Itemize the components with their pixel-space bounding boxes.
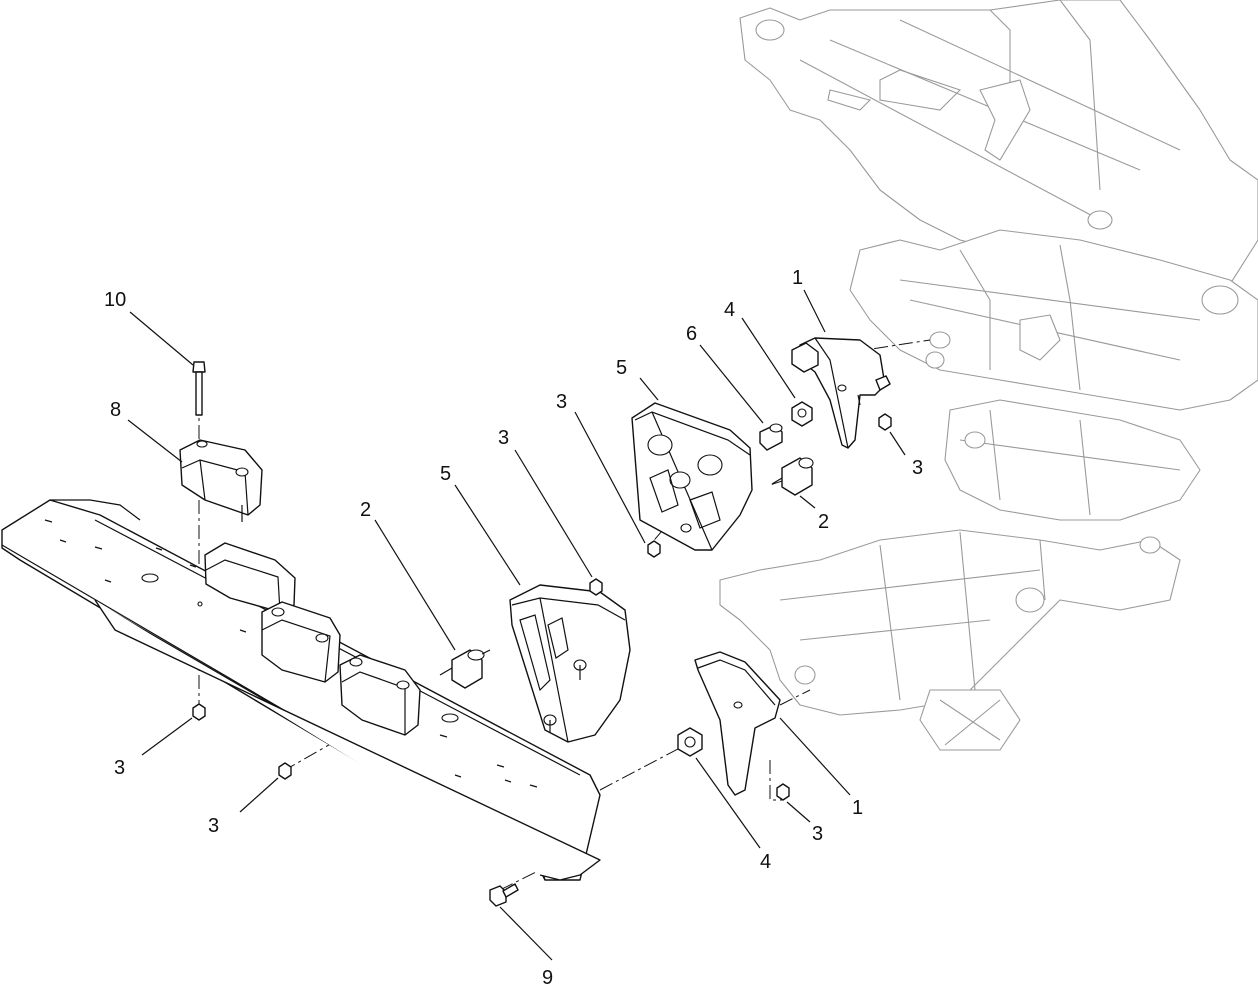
callout-2-left: 2 [360,499,371,521]
nut-4-upper [791,401,813,427]
isolator-block-c [339,654,421,736]
callout-2-right: 2 [818,511,829,533]
callout-4-upper: 4 [724,299,735,321]
bracket-5-upper [631,402,753,551]
rubber-mount-right [771,457,814,496]
callout-3-lower-bracket: 3 [498,427,509,449]
callout-9: 9 [542,967,553,989]
callout-3-left-bottom: 3 [114,757,125,779]
callout-10: 10 [104,289,126,311]
callout-labels: 10 8 2 5 3 5 3 6 4 1 3 2 3 3 1 3 4 9 [104,267,923,989]
callout-1-lower: 1 [852,797,863,819]
callout-6: 6 [686,323,697,345]
callout-3-upper-bracket: 3 [556,391,567,413]
nut-3-group [192,413,892,801]
machine-frame-background [719,0,1258,751]
callout-5-lower: 5 [440,463,451,485]
bracket-5-lower [509,584,631,743]
channel-beam [1,499,601,881]
callout-1-upper: 1 [792,267,803,289]
bracket-1-upper [791,337,891,449]
callout-3-right: 3 [912,457,923,479]
isolator-block-top [179,439,263,522]
leader-lines [127,289,906,961]
rubber-mount-left [439,649,491,689]
callout-8: 8 [110,399,121,421]
callout-3-lower-right: 3 [812,823,823,845]
isolator-block-a [204,542,296,613]
isolator-block-b [261,601,341,683]
bracket-1-lower [694,651,781,796]
callout-4-lower: 4 [760,851,771,873]
nut-4-lower [677,727,703,757]
bolt-9 [489,883,519,907]
callout-3-left-middle: 3 [208,815,219,837]
bolt-10 [192,361,206,416]
callout-5-upper: 5 [616,357,627,379]
spacer-6 [759,423,783,451]
